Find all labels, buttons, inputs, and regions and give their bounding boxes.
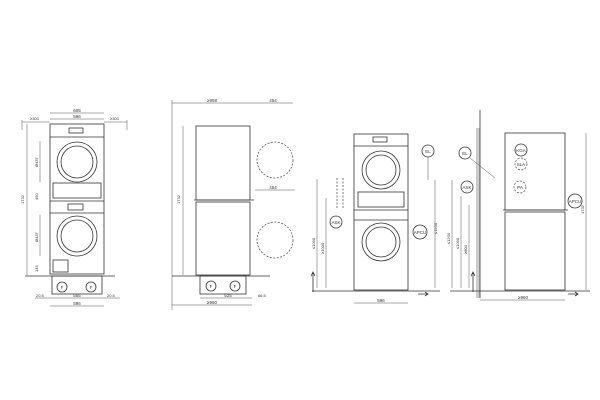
side-foot-f-right: F bbox=[234, 284, 237, 289]
sla-label: SLA bbox=[517, 162, 526, 167]
drum-upper-label: Ø437 bbox=[34, 156, 39, 167]
h1-label: ≤1000 bbox=[311, 237, 316, 249]
door-swing-upper bbox=[256, 141, 294, 179]
apcu-label-side: APCU bbox=[569, 199, 582, 204]
depth-label: ≥958 bbox=[207, 98, 217, 103]
ask-label: ASK bbox=[331, 220, 340, 225]
el-label-side: EL bbox=[462, 151, 468, 156]
front-view: ≥300 ≥300 605 596 1732 Ø437 450 Ø437 145… bbox=[20, 108, 128, 307]
width-label: 596 bbox=[73, 114, 81, 119]
width-label-3: 596 bbox=[377, 298, 385, 303]
kga-label: KGA bbox=[516, 148, 526, 153]
apcu-label: APCU bbox=[414, 230, 427, 235]
drain-arrow-icon bbox=[418, 291, 429, 297]
connection-side-view: EL ASK KGA SLA PA APCU ≤1200 ≤1000 ≥800 … bbox=[446, 110, 590, 301]
side-foot-span-label: 525 bbox=[224, 293, 232, 298]
h3-label: ≤1200 bbox=[433, 222, 438, 234]
drum-lower-label: Ø437 bbox=[34, 231, 39, 242]
base-label: 145 bbox=[34, 265, 39, 272]
inlet-arrow-icon bbox=[310, 271, 316, 292]
width-total-label: 605 bbox=[73, 108, 81, 113]
pa-label: PA bbox=[517, 185, 523, 190]
bottom-depth-label: ≥960 bbox=[207, 300, 217, 305]
washer-drum bbox=[56, 215, 98, 257]
stacked-machine bbox=[49, 123, 105, 275]
mid-label: 450 bbox=[34, 193, 39, 200]
foot-f-left: F bbox=[61, 285, 64, 290]
el-label: EL bbox=[425, 149, 431, 154]
inlet-arrow-icon-side bbox=[470, 271, 476, 292]
side-h2-label: ≤1000 bbox=[455, 237, 460, 249]
clear-left-label: ≥300 bbox=[30, 116, 40, 121]
offset-label: 66.5 bbox=[258, 293, 267, 298]
side-h3-label: ≥800 bbox=[463, 244, 468, 254]
door-upper-label: 454 bbox=[269, 98, 277, 103]
drain-arrow-icon-side bbox=[568, 291, 579, 297]
door-swing-lower bbox=[256, 221, 294, 259]
dryer-drum bbox=[56, 141, 98, 183]
bottom-width-label: 596 bbox=[73, 301, 81, 306]
side-view: ≥958 454 454 1732 F F 525 66.5 ≥960 bbox=[171, 98, 295, 310]
side-foot-f-left: F bbox=[210, 284, 213, 289]
foot-f-right: F bbox=[90, 285, 93, 290]
door-lower-label: 454 bbox=[269, 185, 277, 190]
foot-right-label: 20.5 bbox=[107, 293, 116, 298]
h2-label: ≥1000 bbox=[320, 242, 325, 254]
side-height-label: 1732 bbox=[176, 194, 181, 204]
clear-right-label: ≥300 bbox=[110, 116, 120, 121]
side-height-label-4: 1732 bbox=[580, 204, 585, 214]
connection-front-view: ASK EL APCU ≤1000 ≥1000 ≤1200 596 bbox=[310, 133, 440, 304]
ask-label-side: ASK bbox=[462, 185, 471, 190]
side-depth-label: ≥960 bbox=[518, 295, 528, 300]
foot-span-label: 555 bbox=[73, 293, 81, 298]
side-h1-label: ≤1200 bbox=[446, 232, 451, 244]
foot-left-label: 20.5 bbox=[36, 293, 45, 298]
height-label: 1732 bbox=[20, 194, 25, 204]
